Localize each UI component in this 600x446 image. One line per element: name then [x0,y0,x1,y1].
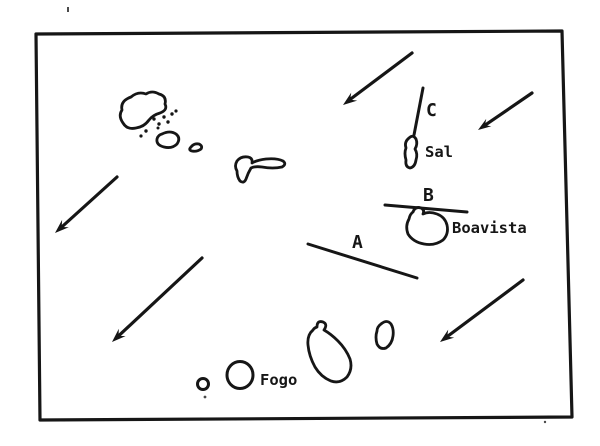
lineament-a-line [306,242,419,280]
islet-dot [174,109,178,113]
islet-dot [170,112,174,116]
scan-speck [203,395,207,399]
wind-arrow-left [55,175,119,233]
islet-dot [144,129,148,133]
island-nw-tiny [188,142,204,153]
label-boavista: Boavista [452,219,527,237]
wind-arrow-bottom-right [440,278,525,342]
island-sal [403,134,419,170]
islet-dot [139,134,143,138]
label-line-b: B [423,185,434,206]
islet-dot [166,120,170,124]
lineament-c-line [412,86,425,137]
wind-arrow-right [478,91,534,130]
label-line-a: A [352,232,363,253]
lineament-b-line [383,203,469,214]
wind-arrow-top [343,51,414,105]
wind-arrow-bottom-left [112,256,204,342]
island-se-large [306,320,353,384]
island-nw-small [155,130,181,149]
islet-dot [152,117,156,121]
scan-speck [67,7,69,12]
island-fogo [225,360,255,390]
label-sal: Sal [425,143,453,161]
island-sw-small [196,377,210,391]
islet-dot [156,126,160,130]
scan-speck [543,420,547,424]
island-boavista [405,206,449,246]
islet-dots [139,109,178,138]
map-frame [34,29,574,422]
islet-dot [162,115,166,119]
label-fogo: Fogo [260,371,297,389]
islet-dot [157,122,161,126]
island-se-small [374,320,395,350]
island-north-central-hook [234,155,287,184]
island-nw-large [118,90,168,130]
label-line-c: C [426,100,437,121]
